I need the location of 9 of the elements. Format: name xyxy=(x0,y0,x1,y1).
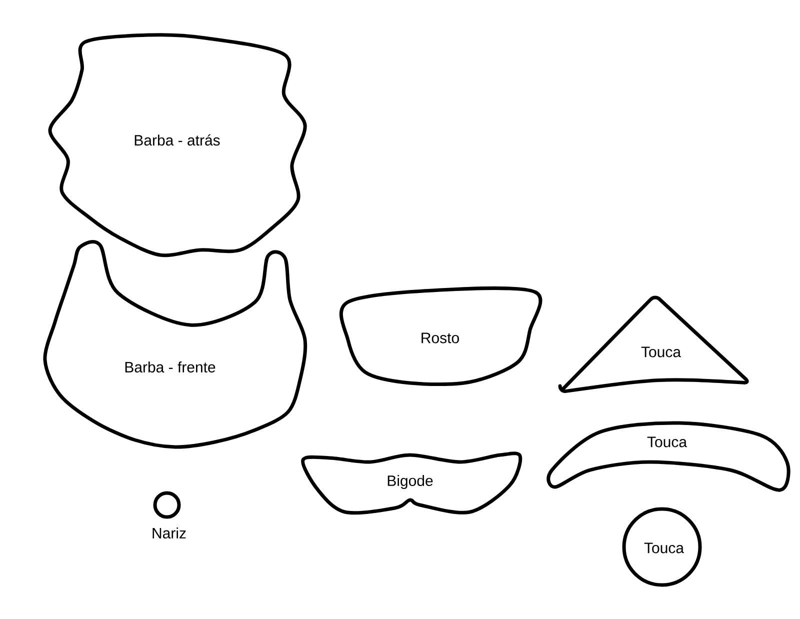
node-label: Nariz xyxy=(152,528,186,539)
pattern-piece: Barba - atrás xyxy=(48,33,307,258)
pattern-piece: Bigode xyxy=(301,452,522,515)
pattern-piece: Touca xyxy=(622,507,702,587)
pattern-piece: Touca xyxy=(546,421,790,492)
pattern-piece: Nariz xyxy=(152,491,186,538)
pattern-piece: Barba - frente xyxy=(43,240,308,449)
pattern-piece: Rosto xyxy=(339,286,542,386)
pattern-piece: Touca xyxy=(558,296,749,393)
